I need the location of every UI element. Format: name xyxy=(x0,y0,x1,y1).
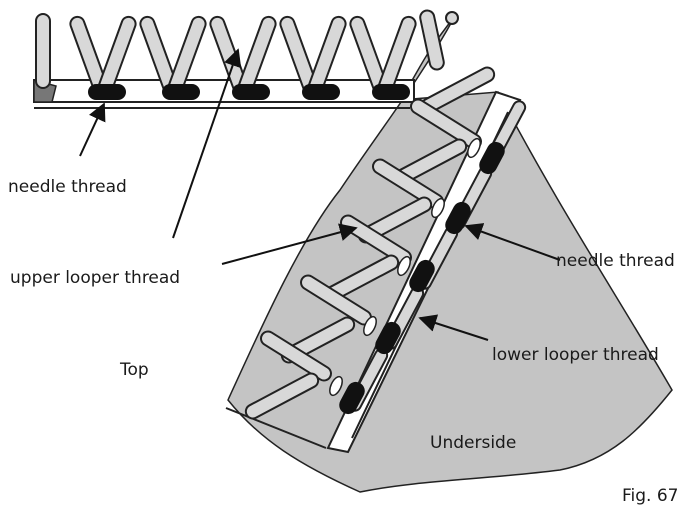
needle-knot xyxy=(479,141,505,175)
arrow-lower-looper xyxy=(418,314,489,341)
needle-knot xyxy=(409,259,435,293)
loop-end xyxy=(397,255,411,277)
diagonal-seam-base xyxy=(225,407,327,449)
label-figure: Fig. 67 xyxy=(622,486,679,506)
arrow-upper-looper-diag xyxy=(221,223,358,265)
needle-knot xyxy=(232,84,270,100)
needle-knot xyxy=(372,84,410,100)
label-needle-thread-top: needle thread xyxy=(8,177,127,197)
top-upper-looper-loops xyxy=(35,9,459,96)
needle-knot xyxy=(88,84,126,100)
needle-knot xyxy=(375,321,401,355)
top-loop xyxy=(35,13,51,89)
loop-end xyxy=(329,375,343,397)
loop-end xyxy=(467,137,481,159)
loop-end xyxy=(431,197,445,219)
top-needle-thread-knots xyxy=(88,84,410,100)
diag-loop xyxy=(244,372,320,420)
label-upper-looper-thread: upper looper thread xyxy=(10,268,180,288)
pointer-arrows xyxy=(79,48,561,341)
top-loop xyxy=(419,9,445,71)
diagonal-needle-thread-knots xyxy=(339,141,505,415)
needle-knot xyxy=(162,84,200,100)
loop-end xyxy=(363,315,377,337)
needle-knot xyxy=(339,381,365,415)
label-lower-looper-thread: lower looper thread xyxy=(492,345,659,365)
needle-knot xyxy=(302,84,340,100)
diagonal-loop-ends xyxy=(329,137,481,397)
top-loop-end xyxy=(445,11,459,25)
fabric-underside xyxy=(227,15,673,493)
label-needle-thread-right: needle thread xyxy=(556,251,675,271)
arrow-needle-thread-top xyxy=(79,102,106,157)
diag-loop xyxy=(260,330,332,382)
diagonal-upper-looper-loops xyxy=(244,66,496,420)
label-top: Top xyxy=(119,360,149,380)
needle-knot xyxy=(445,201,471,235)
label-underside: Underside xyxy=(430,433,516,453)
arrow-upper-looper-top xyxy=(172,48,242,239)
arrow-needle-thread-right xyxy=(464,223,561,261)
